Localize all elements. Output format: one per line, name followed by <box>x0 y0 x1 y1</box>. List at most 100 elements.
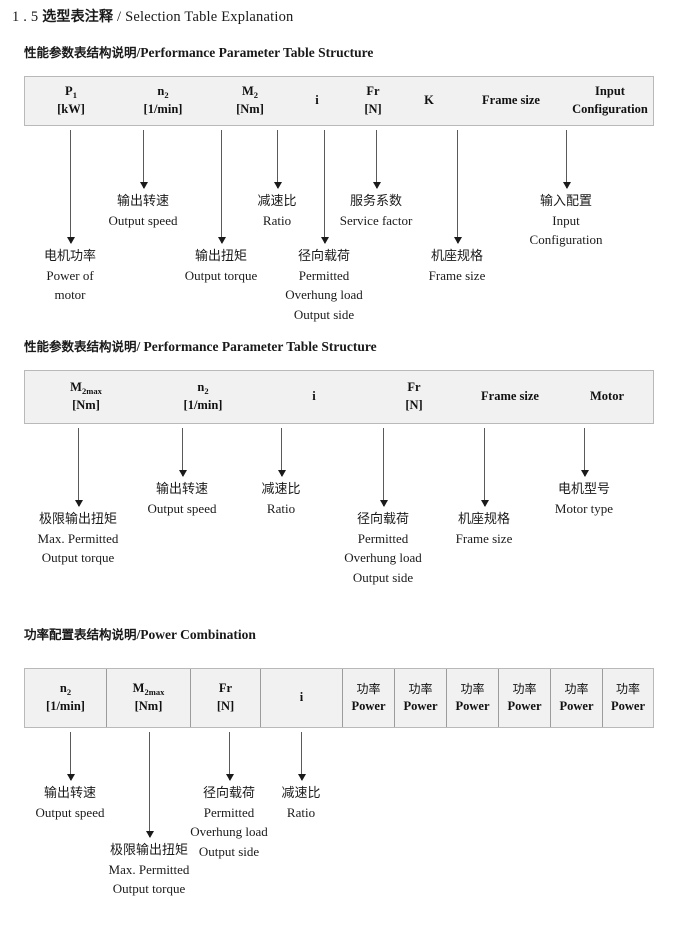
section-2-heading-en: Performance Parameter Table Structure <box>143 339 377 354</box>
section-2-heading-sep: / <box>136 339 141 354</box>
table-header-cell: Fr [N] <box>369 371 459 423</box>
table-header-line-1: P1 <box>65 84 77 100</box>
table-header-line-2: [Nm] <box>72 398 100 412</box>
table-header-cell: M2[Nm] <box>209 77 291 125</box>
note-2-4-en-0: Permitted <box>357 531 409 547</box>
note-1-1-en-0: Power of <box>46 268 94 284</box>
table-header-cell: Frame size <box>455 77 567 125</box>
arrow-to-note-1-4 <box>273 130 282 189</box>
note-3-1: 输出转速 Output speed <box>36 784 105 822</box>
note-2-4-en-1: Overhung load <box>344 550 422 566</box>
arrow-to-note-2-6 <box>580 428 589 477</box>
table-header-line-2: Configuration <box>572 102 648 116</box>
note-3-2: 极限输出扭矩 Max. Permitted Output torque <box>109 841 190 899</box>
table-header-line-1: i <box>299 690 304 705</box>
note-1-5-en-2: Output side <box>293 306 355 322</box>
page-title-cn: 选型表注释 <box>42 9 114 25</box>
note-2-4-cn: 径向载荷 <box>356 512 409 527</box>
note-1-3: 输出扭矩 Output torque <box>185 247 258 285</box>
table-header-line-1: Frame size <box>481 389 539 404</box>
section-3-heading-en: Power Combination <box>140 627 256 642</box>
table-header-line-1: i <box>312 389 316 404</box>
note-1-2: 输出转速 Output speed <box>109 192 178 230</box>
note-3-3: 径向载荷 Permitted Overhung load Output side <box>190 784 268 861</box>
section-3-heading-sep: / <box>136 627 141 642</box>
note-1-6: 服务系数 Service factor <box>340 192 413 230</box>
table-header-line-2: [Nm] <box>134 699 163 713</box>
arrow-to-note-3-4 <box>297 732 306 781</box>
note-1-5-cn: 径向载荷 <box>297 249 350 264</box>
table-header-line-2: [1/min] <box>143 102 183 116</box>
table-header-line-1: 功率 <box>460 681 485 696</box>
table-header-cell: Frame size <box>459 371 561 423</box>
table-header-line-1: n2 <box>59 681 72 697</box>
section-2-heading-cn: 性能参数表结构说明 <box>24 339 137 354</box>
note-1-5-en-0: Permitted <box>298 268 350 284</box>
table-header-cell: i <box>259 371 369 423</box>
table-header-cell: M2max [Nm] <box>25 371 147 423</box>
table-header-line-2: Power <box>403 698 438 713</box>
note-2-2-cn: 输出转速 <box>155 482 208 497</box>
arrow-to-note-1-2 <box>139 130 148 189</box>
note-2-5-cn: 机座规格 <box>457 512 511 527</box>
table-header-line-1: 功率 <box>564 681 589 696</box>
table-header-cell: n2[1/min] <box>147 371 259 423</box>
section-2-heading: 性能参数表结构说明/ Performance Parameter Table S… <box>24 336 377 355</box>
note-1-2-cn: 输出转速 <box>116 194 169 209</box>
table-header-line-2: [1/min] <box>46 699 85 713</box>
note-2-1-en-1: Output torque <box>41 550 115 566</box>
page-title-separator: / <box>117 9 122 25</box>
note-3-2-en-1: Output torque <box>112 881 186 897</box>
note-1-8-en-0: Input <box>552 213 580 229</box>
table-header-cell: Fr[N] <box>343 77 403 125</box>
note-2-1-cn: 极限输出扭矩 <box>38 512 118 527</box>
table-header-line-1: K <box>424 93 434 108</box>
table-header-line-1: M2max <box>70 380 102 396</box>
page-title-number: 1 . 5 <box>12 9 39 25</box>
table-header-subscript: 2 <box>66 686 72 697</box>
arrow-to-note-2-3 <box>277 428 286 477</box>
table-header-line-1: Input <box>595 84 625 99</box>
table-header-line-1: M2max <box>132 681 165 697</box>
note-1-4-cn: 减速比 <box>257 194 297 209</box>
arrow-to-note-2-4 <box>379 428 388 507</box>
table-header-cell: n2 [1/min] <box>117 77 209 125</box>
table-header-subscript: 2 <box>253 89 259 100</box>
table-header-cell: Fr[N] <box>191 669 261 727</box>
table-header-line-1: Frame size <box>482 93 540 108</box>
table-header-subscript: 2 <box>204 385 209 396</box>
note-2-5-en-0: Frame size <box>455 531 513 547</box>
note-3-3-cn: 径向载荷 <box>202 786 255 801</box>
note-1-8-en-1: Configuration <box>529 232 603 248</box>
note-2-3-en-0: Ratio <box>266 501 296 517</box>
page-title: 1 . 5 选型表注释 / Selection Table Explanatio… <box>12 6 294 26</box>
note-1-3-cn: 输出扭矩 <box>194 249 248 264</box>
note-1-8: 输入配置 Input Configuration <box>530 192 603 250</box>
section-1-heading-en: Performance Parameter Table Structure <box>140 45 374 60</box>
section-1-heading-sep: / <box>136 45 141 60</box>
note-3-4-en-0: Ratio <box>286 805 316 821</box>
arrow-to-note-2-2 <box>178 428 187 477</box>
table-header-line-1: Fr <box>407 380 421 395</box>
note-1-4: 减速比 Ratio <box>257 192 296 230</box>
table-header-line-2: [N] <box>405 398 423 412</box>
note-1-7: 机座规格 Frame size <box>429 247 486 285</box>
note-3-4: 减速比 Ratio <box>281 784 320 822</box>
note-3-3-en-2: Output side <box>198 843 260 859</box>
table-header-line-2: Power <box>507 698 542 713</box>
section-3-heading: 功率配置表结构说明/Power Combination <box>24 624 256 643</box>
note-3-2-en-0: Max. Permitted <box>108 862 190 878</box>
arrow-to-note-1-5 <box>320 130 329 244</box>
note-2-1-en-0: Max. Permitted <box>37 531 119 547</box>
arrow-to-note-3-1 <box>66 732 75 781</box>
table-header-subscript: 2max <box>81 385 102 396</box>
note-3-1-cn: 输出转速 <box>43 786 96 801</box>
table-header-line-1: n2 <box>157 84 169 100</box>
